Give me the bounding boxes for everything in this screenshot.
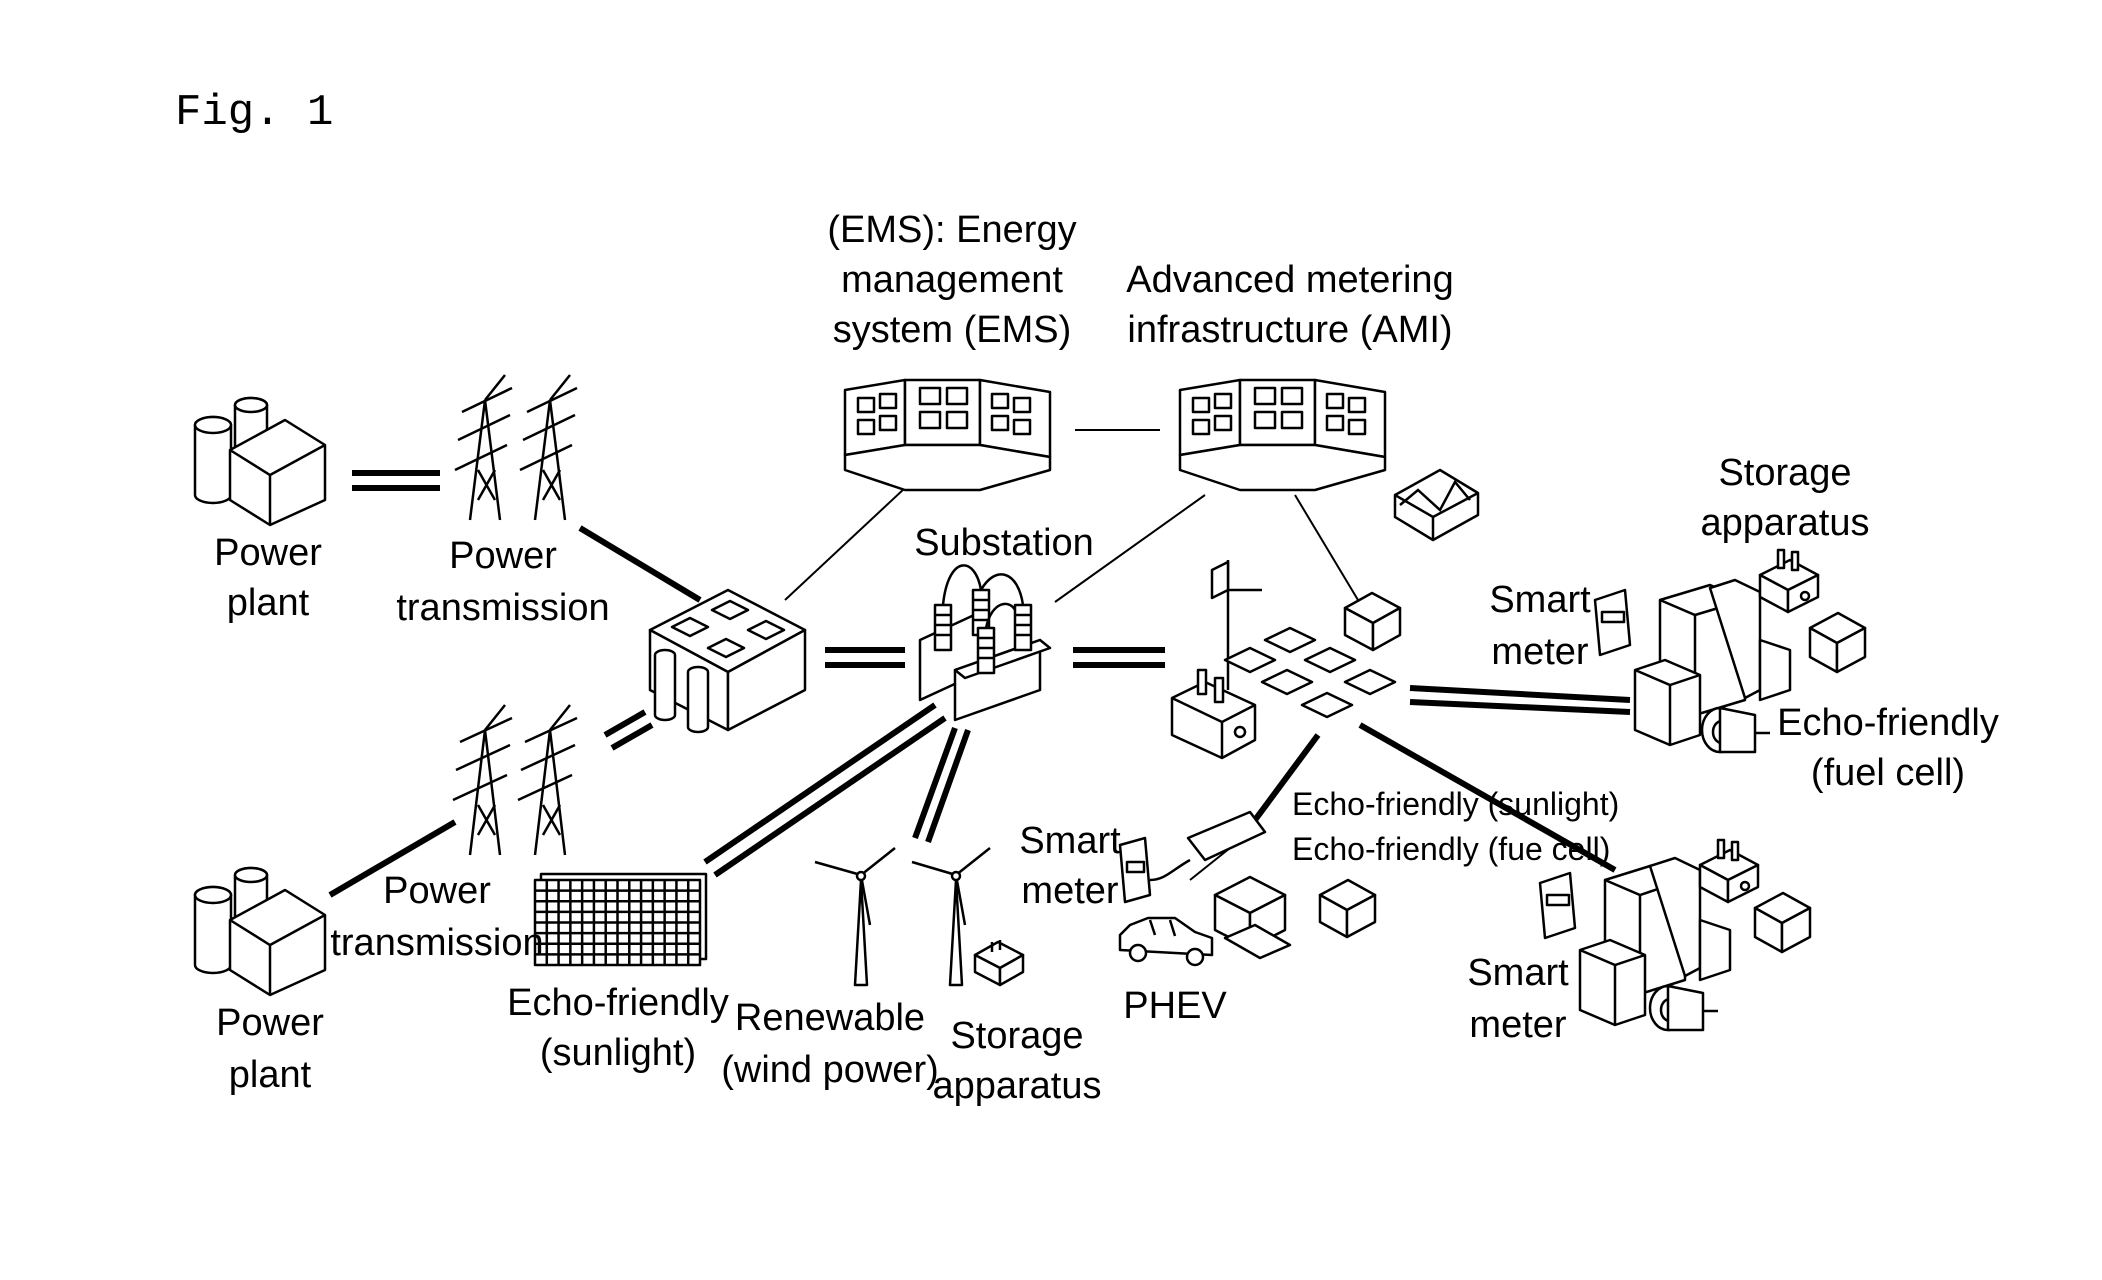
- power-plant-top-line1: Power: [214, 532, 322, 574]
- smart-meter-right-line1: Smart: [1489, 579, 1591, 621]
- power-plant-top-line2: plant: [227, 582, 310, 624]
- eco-sunlight-bottom-line1: Echo-friendly: [507, 982, 729, 1024]
- smart-meter-bottom-right-line1: Smart: [1467, 952, 1569, 994]
- renewable-line1: Renewable: [735, 997, 925, 1039]
- smart-meter-bottom-right-line2: meter: [1469, 1004, 1566, 1046]
- wind-turbines: [815, 848, 990, 985]
- ami-label-line2: infrastructure (AMI): [1127, 309, 1452, 351]
- eco-sunlight-bottom-line2: (sunlight): [540, 1032, 696, 1074]
- substation: [920, 565, 1050, 720]
- transmission-towers-top: [455, 375, 577, 520]
- power-transmission-bottom-line2: transmission: [330, 922, 543, 964]
- power-transmission-top-line2: transmission: [396, 587, 609, 629]
- smart-meter-mid-line2: meter: [1021, 870, 1118, 912]
- ami-display-icon: [1395, 470, 1478, 540]
- power-plant-bottom-line1: Power: [216, 1002, 324, 1044]
- distribution-hub: [650, 590, 805, 732]
- figure-label: Fig. 1: [175, 88, 333, 138]
- storage-bottom-line1: Storage: [950, 1015, 1083, 1057]
- communication-lines: [785, 430, 1358, 880]
- ami-control-room: [1180, 380, 1385, 490]
- phev-car-icon: [1120, 918, 1212, 965]
- power-transmission-top-line1: Power: [449, 535, 557, 577]
- eco-fuel-cell-right-line2: (fuel cell): [1811, 752, 1965, 794]
- ems-label-line3: system (EMS): [833, 309, 1072, 351]
- power-plant-top: [195, 398, 325, 525]
- power-plant-bottom-line2: plant: [229, 1054, 312, 1096]
- eco-fuel-cell-mid-label: Echo-friendly (fue cell): [1292, 831, 1610, 867]
- storage-top-right-line1: Storage: [1718, 452, 1851, 494]
- ems-label-line1: (EMS): Energy: [827, 209, 1076, 251]
- smart-meter-right-line2: meter: [1491, 631, 1588, 673]
- power-transmission-bottom-line1: Power: [383, 870, 491, 912]
- smart-meter-mid-line1: Smart: [1019, 820, 1121, 862]
- ems-control-room: [845, 380, 1050, 490]
- substation-label: Substation: [914, 522, 1094, 564]
- bottom-right-cluster: [1540, 840, 1810, 1030]
- storage-bottom-line2: apparatus: [932, 1065, 1101, 1107]
- communication-cube: [1345, 593, 1400, 650]
- power-plant-bottom: [195, 868, 325, 995]
- solar-panel: [535, 874, 706, 965]
- eco-fuel-cell-right-line1: Echo-friendly: [1777, 702, 1999, 744]
- renewable-line2: (wind power): [721, 1049, 939, 1091]
- storage-apparatus-bottom: [975, 940, 1023, 985]
- ems-label-line2: management: [841, 259, 1063, 301]
- transmission-towers-bottom: [453, 705, 577, 855]
- storage-top-right-line2: apparatus: [1700, 502, 1869, 544]
- eco-sunlight-mid-label: Echo-friendly (sunlight): [1292, 786, 1619, 822]
- phev-label: PHEV: [1123, 985, 1227, 1027]
- ami-label-line1: Advanced metering: [1126, 259, 1453, 301]
